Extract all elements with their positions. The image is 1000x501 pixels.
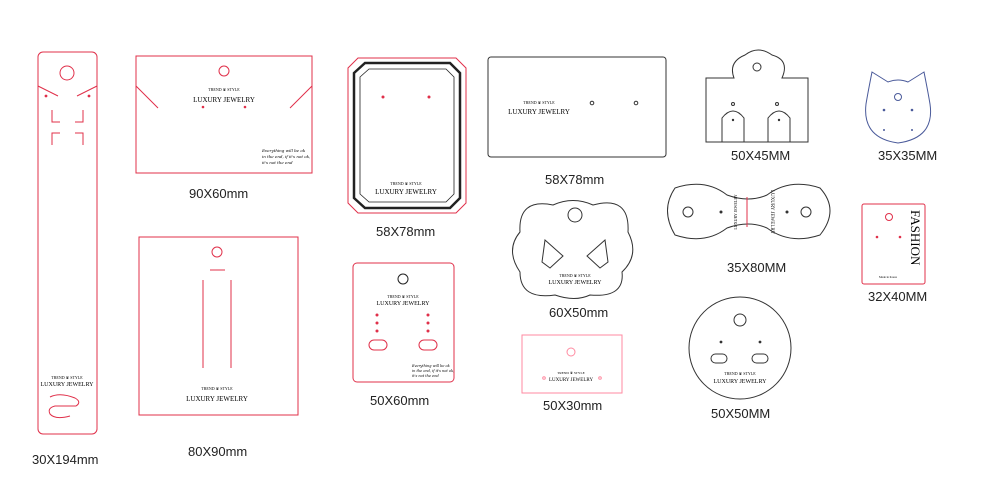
slot-right xyxy=(767,110,791,142)
size-label-envelope: 90X60mm xyxy=(189,186,249,201)
card-outline xyxy=(705,49,809,143)
trend-style-text: TREND ♛ STYLE xyxy=(51,375,83,380)
tagline-line-3: it's not the end xyxy=(262,160,293,165)
card-outline xyxy=(861,203,926,285)
inner-frame-thin xyxy=(359,68,455,203)
card-small-50x30: TREND ♛ STYLE LUXURY JEWELRY xyxy=(521,334,623,394)
card-hanger-80x90: TREND ♛ STYLE LUXURY JEWELRY xyxy=(138,236,299,416)
card-octagon: TREND ♛ STYLE LUXURY JEWELRY xyxy=(347,57,467,214)
card-flower: TREND ♛ STYLE LUXURY JEWELRY xyxy=(512,200,634,299)
luxury-jewelry-text: LUXURY JEWELRY xyxy=(41,382,95,388)
size-label-cat: 35X35MM xyxy=(878,148,938,163)
size-label-scallop: 50X45MM xyxy=(731,148,791,163)
tagline-line-1: Everything will be ok xyxy=(411,364,450,368)
card-outline xyxy=(138,236,299,416)
slot-right xyxy=(418,339,438,351)
slot-hook-bottom xyxy=(51,132,84,145)
s-hook-slot xyxy=(48,394,80,419)
luxury-jewelry-text: LUXURY JEWELRY xyxy=(186,395,248,403)
size-label-small: 50X30mm xyxy=(543,398,603,413)
luxury-jewelry-text: LUXURY JEWELRY xyxy=(714,379,768,385)
card-outline xyxy=(667,183,831,240)
tagline-line-1: Everything will be ok xyxy=(261,148,306,153)
trend-style-text: TREND ♛ STYLE xyxy=(523,100,555,105)
luxury-jewelry-text: LUXURY JEWELRY xyxy=(193,96,255,104)
card-outline xyxy=(347,57,467,214)
card-round: TREND ♛ STYLE LUXURY JEWELRY xyxy=(688,296,792,400)
card-outline xyxy=(865,71,932,144)
card-fashion: FASHION Made in Korea xyxy=(861,203,926,285)
tagline-line-2: in the end, if it's not ok, xyxy=(262,154,310,159)
luxury-jewelry-text: LUXURY JEWELRY xyxy=(375,188,437,196)
hang-hole xyxy=(211,246,223,258)
trend-style-text: TREND ♛ STYLE xyxy=(201,386,233,391)
card-outline xyxy=(352,262,455,383)
size-label-bowtie: 35X80MM xyxy=(727,260,787,275)
trend-style-text: TREND ♛ STYLE xyxy=(390,181,422,186)
card-envelope: TREND ♛ STYLE LUXURY JEWELRY Everything … xyxy=(135,55,313,174)
size-label-round: 50X50MM xyxy=(711,406,771,421)
trend-style-text: TREND ♛ STYLE xyxy=(208,87,240,92)
size-label-hanger: 80X90mm xyxy=(188,444,248,459)
hang-hole xyxy=(752,62,762,72)
card-outline xyxy=(37,51,98,435)
slot-left xyxy=(710,353,728,364)
hang-hole xyxy=(894,93,902,101)
luxury-jewelry-text: LUXURY JEWELRY xyxy=(549,280,603,286)
slot-lines xyxy=(202,269,232,368)
slot-right xyxy=(751,353,769,364)
card-scallop xyxy=(705,49,809,143)
hang-hole xyxy=(733,313,747,327)
inner-frame xyxy=(352,61,462,210)
card-outline xyxy=(512,200,634,299)
trend-style-text: TREND ♛ STYLE xyxy=(724,371,756,376)
size-label-earring: 50X60mm xyxy=(370,393,430,408)
card-outline xyxy=(521,334,623,394)
tagline-line-2: in the end, if it's not ok, xyxy=(412,369,454,373)
fashion-vertical-text: FASHION xyxy=(908,210,923,266)
card-outline xyxy=(487,56,667,158)
slot-left xyxy=(721,110,745,142)
trend-style-text: TREND ♛ STYLE xyxy=(387,294,419,299)
slot-hook-top xyxy=(51,110,84,123)
card-strip: TREND ♛ STYLE LUXURY JEWELRY xyxy=(37,51,98,435)
card-earring-50x60: TREND ♛ STYLE LUXURY JEWELRY Everything … xyxy=(352,262,455,383)
trend-style-text: TREND ♛ STYLE xyxy=(559,273,591,278)
card-outline xyxy=(688,296,792,400)
card-rect-58x78: TREND ♛ STYLE LUXURY JEWELRY xyxy=(487,56,667,158)
card-cat xyxy=(865,71,932,144)
size-label-octagon: 58X78mm xyxy=(376,224,436,239)
size-label-flower: 60X50mm xyxy=(549,305,609,320)
luxury-jewelry-text: LUXURY JEWELRY xyxy=(549,378,594,383)
tagline-line-3: it's not the end xyxy=(412,374,439,378)
luxury-jewelry-vertical-mirror: LUXURY JEWELRY xyxy=(733,194,738,229)
hang-hole xyxy=(59,65,75,81)
luxury-jewelry-vertical: LUXURY JEWELRY xyxy=(769,190,774,235)
slot-lines xyxy=(37,85,98,97)
made-in-korea-text: Made in Korea xyxy=(879,275,898,279)
fold-lines xyxy=(135,85,313,109)
hang-hole xyxy=(567,207,583,223)
trend-style-text: TREND ♛ STYLE xyxy=(557,371,584,375)
hang-hole xyxy=(218,65,230,77)
luxury-jewelry-text: LUXURY JEWELRY xyxy=(377,301,431,307)
luxury-jewelry-text: LUXURY JEWELRY xyxy=(508,108,570,116)
hang-hole xyxy=(566,347,576,357)
size-label-rect: 58X78mm xyxy=(545,172,605,187)
hang-hole xyxy=(397,273,409,285)
card-bowtie: LUXURY JEWELRY LUXURY JEWELRY xyxy=(667,183,831,240)
slot-left xyxy=(541,239,564,269)
slot-left xyxy=(368,339,388,351)
size-label-fashion: 32X40MM xyxy=(868,289,928,304)
size-label-strip: 30X194mm xyxy=(32,452,99,467)
hang-hole xyxy=(885,213,893,221)
slot-right xyxy=(586,239,609,269)
